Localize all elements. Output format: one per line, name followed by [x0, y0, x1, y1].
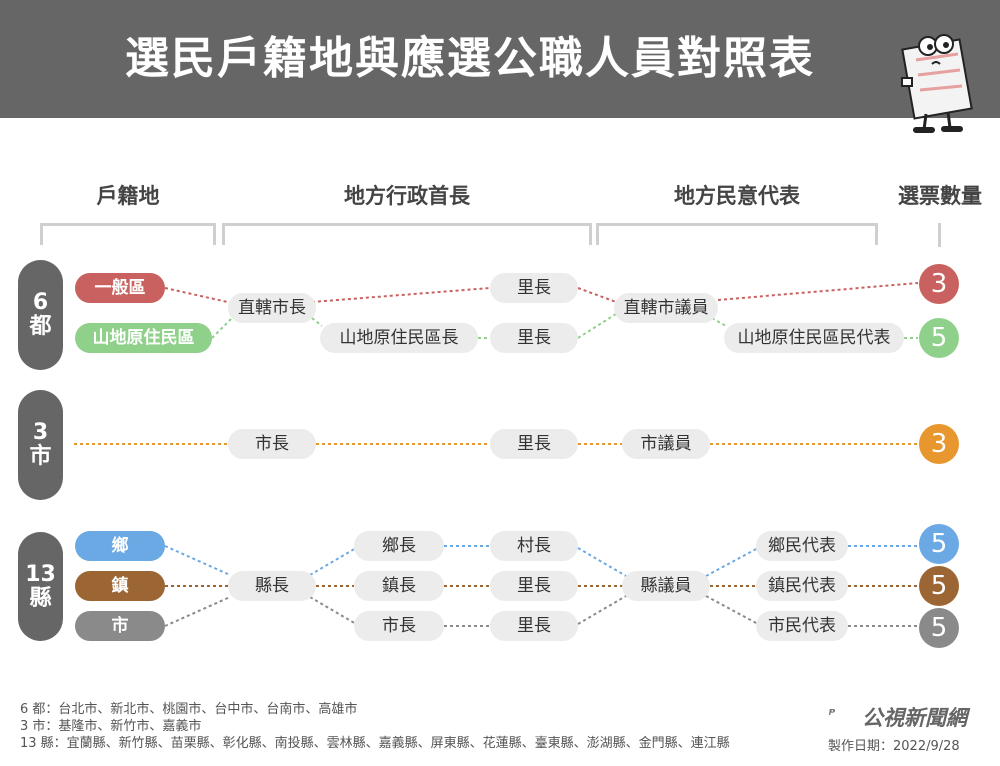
group-three-number: 3 — [32, 420, 49, 445]
footnote-thirteen-counties: 13 縣：宜蘭縣、新竹縣、苗栗縣、彰化縣、南投縣、雲林縣、嘉義縣、屏東縣、花蓮縣… — [20, 736, 730, 751]
ballot-count-badge: 3 — [919, 424, 959, 464]
township-representative: 鄉民代表 — [756, 531, 848, 561]
bracket-ballots — [938, 223, 941, 247]
group-thirteen-counties: 13 縣 — [18, 532, 63, 641]
mascot-icon — [901, 34, 973, 133]
ballot-count-badge: 5 — [919, 524, 959, 564]
village-chief: 里長 — [490, 611, 578, 641]
footnote-six-municipalities: 6 都：台北市、新北市、桃園市、台中市、台南市、高雄市 — [20, 702, 358, 717]
bracket-executive — [222, 223, 592, 245]
footnote-three-cities: 3 市：基隆市、新竹市、嘉義市 — [20, 719, 202, 734]
county-magistrate: 縣長 — [228, 571, 316, 601]
village-chief-rural: 村長 — [490, 531, 578, 561]
group-six-number: 6 — [32, 290, 49, 315]
ballot-count-badge: 5 — [919, 608, 959, 648]
residence-general-district: 一般區 — [75, 273, 165, 303]
city-mayor: 市長 — [228, 429, 316, 459]
town-chief: 鎮長 — [354, 571, 444, 601]
city-councilor: 市議員 — [622, 429, 710, 459]
ballot-count-badge: 3 — [919, 264, 959, 304]
column-residence: 戶籍地 — [96, 184, 160, 208]
column-executive: 地方行政首長 — [344, 184, 470, 208]
group-thirteen-unit: 縣 — [29, 585, 52, 611]
village-chief: 里長 — [490, 429, 578, 459]
indigenous-district-chief: 山地原住民區長 — [320, 323, 478, 353]
brand-name: 公視新聞網 — [862, 706, 967, 730]
page-title: 選民戶籍地與應選公職人員對照表 — [125, 33, 815, 84]
ballot-count-badge: 5 — [919, 566, 959, 606]
county-councilor: 縣議員 — [622, 571, 710, 601]
ballot-count-badge: 5 — [919, 318, 959, 358]
village-chief: 里長 — [490, 323, 578, 353]
bracket-representative — [596, 223, 878, 245]
made-date: 製作日期：2022/9/28 — [828, 739, 960, 754]
group-six-municipalities: 6 都 — [18, 260, 63, 370]
pts-logo-icon — [828, 709, 836, 715]
city-representative: 市民代表 — [756, 611, 848, 641]
residence-county-city: 市 — [75, 611, 165, 641]
residence-township: 鄉 — [75, 531, 165, 561]
group-three-cities: 3 市 — [18, 390, 63, 500]
municipal-councilor: 直轄市議員 — [614, 293, 718, 323]
footnotes: 6 都：台北市、新北市、桃園市、台中市、台南市、高雄市 3 市：基隆市、新竹市、… — [20, 701, 730, 752]
village-chief: 里長 — [490, 273, 578, 303]
column-representative: 地方民意代表 — [674, 184, 800, 208]
county-city-mayor: 市長 — [354, 611, 444, 641]
municipal-mayor: 直轄市長 — [228, 293, 316, 323]
indigenous-district-representative: 山地原住民區民代表 — [724, 323, 904, 353]
village-chief: 里長 — [490, 571, 578, 601]
township-chief: 鄉長 — [354, 531, 444, 561]
group-thirteen-number: 13 — [25, 561, 56, 587]
residence-indigenous-district: 山地原住民區 — [75, 323, 212, 353]
group-six-unit: 都 — [29, 314, 52, 339]
bracket-residence — [40, 223, 216, 245]
column-ballots: 選票數量 — [898, 184, 982, 208]
town-representative: 鎮民代表 — [756, 571, 848, 601]
group-three-unit: 市 — [29, 444, 52, 469]
residence-town: 鎮 — [75, 571, 165, 601]
header-bar: 選民戶籍地與應選公職人員對照表 — [0, 0, 1000, 133]
